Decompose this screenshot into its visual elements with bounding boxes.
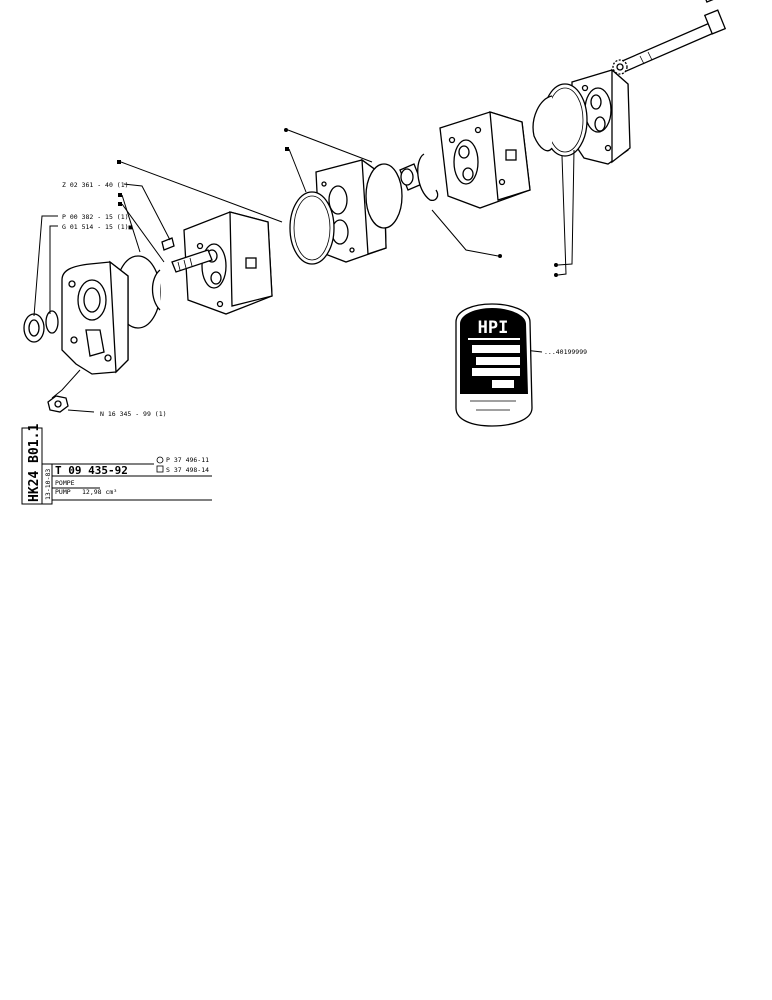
part-number: T 09 435-92: [55, 464, 128, 477]
name-fr: POMPE: [55, 479, 75, 487]
nut: [47, 395, 69, 413]
ref-square: S 37 498-14: [166, 466, 209, 474]
shaft-seal: [45, 310, 59, 334]
ref-circle: P 37 496-11: [166, 456, 209, 464]
bolt-washer: [612, 59, 628, 75]
hpi-logo: HPI: [478, 318, 509, 338]
front-flange: [61, 260, 129, 375]
spec-label: 12,98 cm³: [82, 488, 117, 496]
title-block: HK24 B01.1 13-10-83 T 09 435-92 P 37 496…: [21, 424, 212, 505]
name-en: PUMP: [55, 488, 71, 496]
rear-gasket: [532, 95, 553, 152]
rear-gear-housing: [439, 111, 531, 209]
shaft-key: [161, 237, 175, 251]
drive-shaft: [171, 249, 213, 273]
group-code: HK24 B01.1: [27, 424, 42, 502]
date-label: 13-10-83: [44, 469, 52, 500]
front-gear-housing: [183, 211, 273, 315]
callout-p-part: P 00 382 - 15 (1): [62, 213, 129, 221]
tie-bolt: [619, 0, 727, 73]
center-seal-ring: [289, 163, 403, 265]
callout-plate-ref: ...40199999: [544, 348, 587, 356]
mid-gasket-right: [417, 153, 439, 202]
callout-g-part: G 01 514 - 15 (1)■: [62, 223, 133, 231]
seal-ring: [23, 313, 45, 343]
callout-z-part: Z 02 361 - 40 (1): [62, 181, 129, 189]
callout-n-part: N 16 345 - 99 (1): [100, 410, 167, 418]
hpi-nameplate: HPI: [455, 303, 533, 427]
